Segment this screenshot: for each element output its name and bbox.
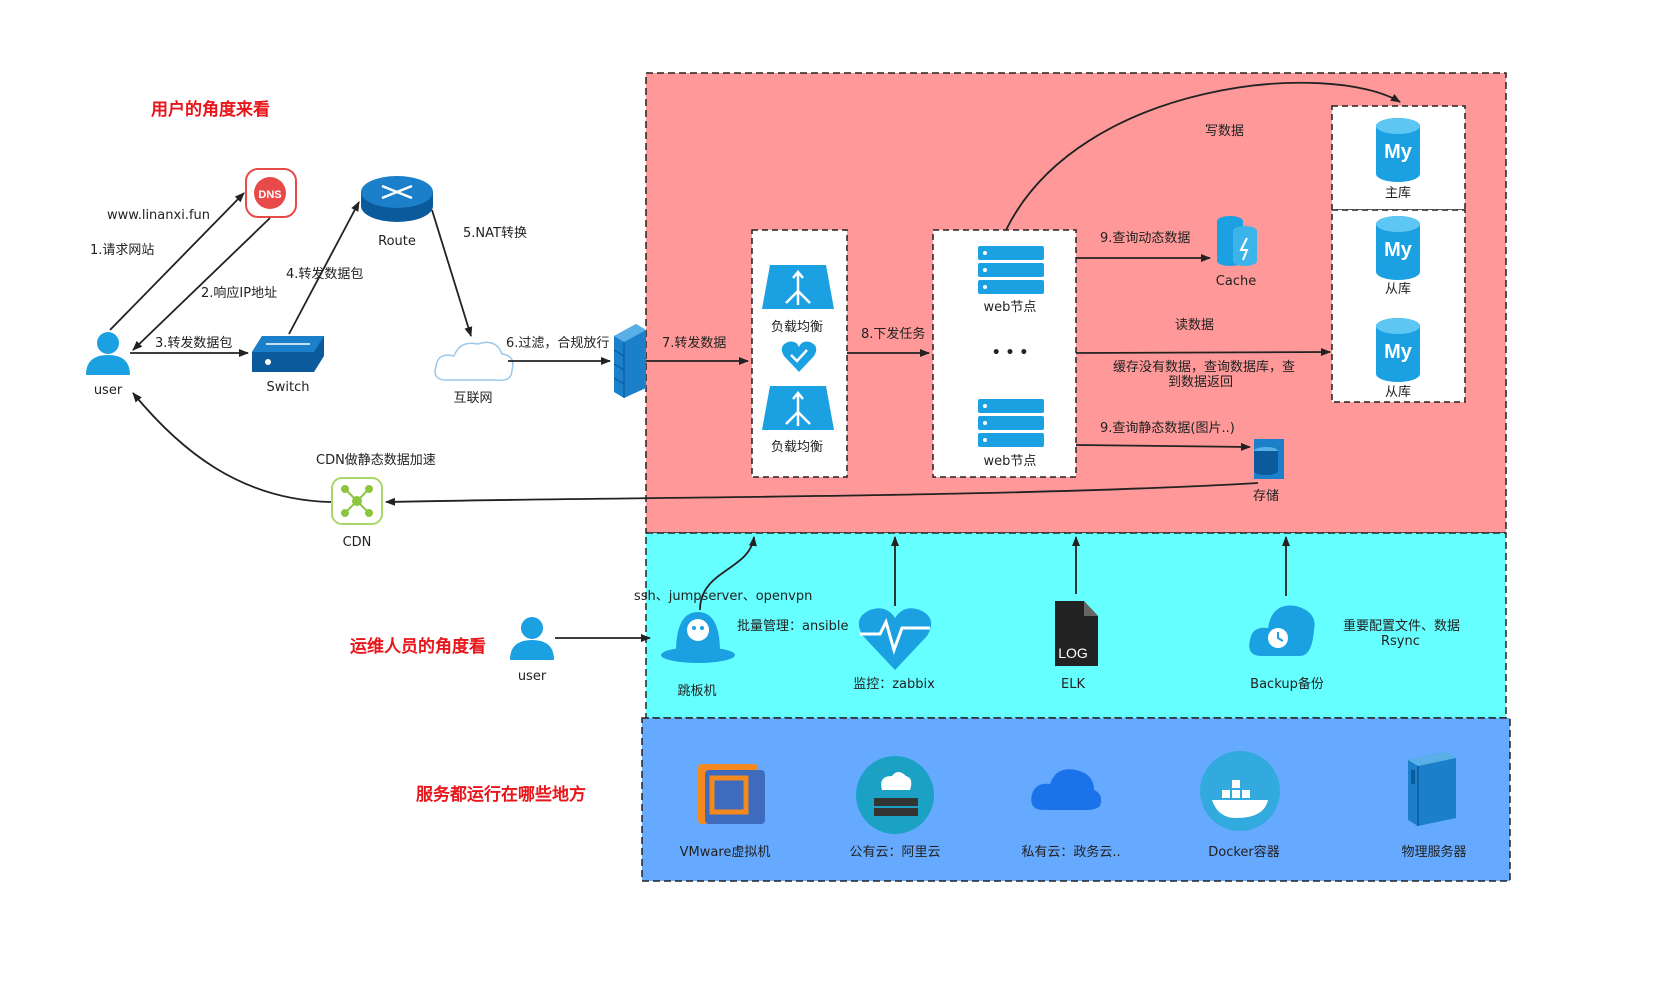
docker-label: Docker容器 xyxy=(1208,844,1280,860)
load-balancer-icon xyxy=(760,263,836,311)
edge-8-label: 8.下发任务 xyxy=(861,326,925,342)
write-label: 写数据 xyxy=(1205,124,1244,139)
physical-server-icon xyxy=(1408,752,1456,826)
storage-icon xyxy=(1254,439,1284,479)
load-balancer-icon xyxy=(760,384,836,432)
jump-server-icon xyxy=(661,612,735,663)
edge-4-label: 4.转发数据包 xyxy=(286,266,363,282)
rsync-line1: 重要配置文件、数据 xyxy=(1343,618,1460,634)
storage-label: 存储 xyxy=(1253,489,1279,504)
mysql-icon xyxy=(1376,216,1420,280)
user-icon xyxy=(86,332,130,375)
log-file-icon: LOG xyxy=(1055,601,1098,666)
web-ellipsis: • • • xyxy=(992,345,1029,361)
svg-text:DNS: DNS xyxy=(258,189,281,201)
cache-label: Cache xyxy=(1216,274,1256,289)
title-user-view: 用户的角度来看 xyxy=(151,99,270,120)
lb1-label: 负载均衡 xyxy=(771,320,823,335)
web2-label: web节点 xyxy=(984,454,1037,469)
edge-7-label: 7.转发数据 xyxy=(662,335,726,351)
cache-icon xyxy=(1217,216,1257,266)
edge-3-label: 3.转发数据包 xyxy=(155,335,232,351)
public-cloud-label: 公有云：阿里云 xyxy=(849,845,940,860)
lb2-label: 负载均衡 xyxy=(771,440,823,455)
public-cloud-icon xyxy=(856,756,934,834)
ops-user-label: user xyxy=(518,669,547,684)
rsync-line2: Rsync xyxy=(1381,634,1420,649)
elk-label: ELK xyxy=(1061,677,1085,692)
switch-icon xyxy=(252,336,324,372)
private-cloud-icon xyxy=(1031,769,1102,810)
monitor-label: 监控：zabbix xyxy=(853,677,935,692)
server-icon xyxy=(978,246,1044,294)
cdn-icon xyxy=(331,477,383,525)
heartbeat-icon xyxy=(858,608,932,670)
title-ops-view: 运维人员的角度看 xyxy=(350,636,486,657)
server-icon xyxy=(978,399,1044,447)
edge-5-label: 5.NAT转换 xyxy=(463,226,527,241)
heart-check-icon xyxy=(781,341,817,372)
edge-9b-label: 9.查询静态数据(图片..) xyxy=(1100,421,1235,436)
vmware-icon xyxy=(698,764,765,824)
edge-1-label: 1.请求网站 xyxy=(90,243,154,258)
docker-icon xyxy=(1200,751,1280,831)
internet-label: 互联网 xyxy=(453,391,492,406)
db-master-label: 主库 xyxy=(1385,185,1411,201)
dns-icon: DNS xyxy=(245,168,297,218)
mysql-icon xyxy=(1376,318,1420,382)
miss-line2: 到数据返回 xyxy=(1168,375,1233,390)
web1-label: web节点 xyxy=(984,300,1037,315)
private-cloud-label: 私有云：政务云.. xyxy=(1021,844,1120,860)
read-label: 读数据 xyxy=(1175,318,1214,333)
dns-domain: www.linanxi.fun xyxy=(107,208,210,223)
cloud-icon xyxy=(434,341,514,382)
edge-9a-label: 9.查询动态数据 xyxy=(1100,231,1190,246)
switch-label: Switch xyxy=(267,380,310,395)
jump-label: 跳板机 xyxy=(677,684,716,699)
miss-line1: 缓存没有数据，查询数据库，查 xyxy=(1113,359,1295,375)
router-icon xyxy=(361,176,433,222)
title-hosting: 服务都运行在哪些地方 xyxy=(416,784,586,805)
physical-label: 物理服务器 xyxy=(1401,844,1466,860)
route-label: Route xyxy=(378,234,416,249)
db-slave1-label: 从库 xyxy=(1385,281,1411,297)
ansible-label: 批量管理：ansible xyxy=(737,619,848,634)
cdn-note: CDN做静态数据加速 xyxy=(316,453,436,468)
edge-2-label: 2.响应IP地址 xyxy=(201,285,277,301)
backup-label: Backup备份 xyxy=(1250,676,1324,692)
ssh-label: ssh、jumpserver、openvpn xyxy=(634,589,812,604)
cdn-label: CDN xyxy=(343,535,372,550)
vmware-label: VMware虚拟机 xyxy=(680,845,771,860)
user-icon xyxy=(510,617,554,660)
cloud-backup-icon xyxy=(1249,605,1315,656)
db-slave2-label: 从库 xyxy=(1385,384,1411,400)
svg-text:LOG: LOG xyxy=(1058,645,1088,661)
firewall-icon xyxy=(613,324,646,398)
user-label: user xyxy=(94,383,123,398)
edge-6-label: 6.过滤，合规放行 xyxy=(506,336,609,351)
mysql-icon xyxy=(1376,118,1420,182)
